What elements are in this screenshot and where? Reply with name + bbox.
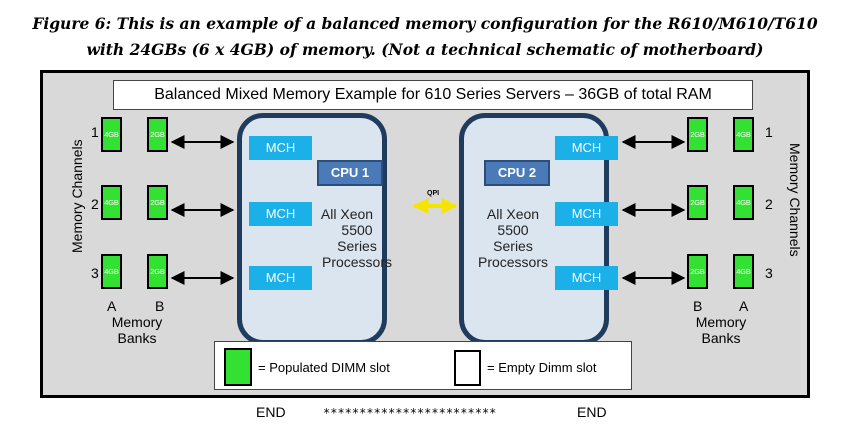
legend-box <box>214 341 632 390</box>
channel-number-right-1: 1 <box>765 124 773 140</box>
dimm-right-ch1-bank-b: 2GB <box>687 117 708 152</box>
dimm-left-ch3-bank-b: 2GB <box>147 254 168 289</box>
cpu1-xeon-line4: Processors <box>321 254 393 270</box>
memory-banks-label-right-banks: Banks <box>701 330 741 346</box>
cpu1-xeon-line2: 5500 <box>341 222 373 238</box>
dimm-right-ch2-bank-b: 2GB <box>687 185 708 220</box>
cpu2-xeon-line1: All Xeon <box>486 206 540 222</box>
cpu1-mch-1: MCH <box>249 136 312 160</box>
cpu2-mch-2: MCH <box>555 202 618 226</box>
dimm-left-ch1-bank-b: 2GB <box>147 117 168 152</box>
footer-end-right: END <box>577 404 607 420</box>
figure-caption-line1: Figure 6: This is an example of a balanc… <box>32 14 818 33</box>
dimm-right-ch2-bank-a: 4GB <box>733 185 754 220</box>
memory-banks-label-right-memory: Memory <box>695 314 747 330</box>
dimm-left-ch2-bank-b: 2GB <box>147 185 168 220</box>
cpu1-mch-3: MCH <box>249 266 312 290</box>
memory-banks-label-left-banks: Banks <box>117 330 157 346</box>
cpu2-mch-3: MCH <box>555 266 618 290</box>
legend-empty-swatch <box>454 350 481 386</box>
footer-end-left: END <box>256 404 286 420</box>
figure-caption-line2: with 24GBs (6 x 4GB) of memory. (Not a t… <box>86 40 764 59</box>
bank-letter-right-a: A <box>739 298 749 314</box>
diagram-title: Balanced Mixed Memory Example for 610 Se… <box>113 80 753 110</box>
cpu1-label: CPU 1 <box>317 160 383 186</box>
bank-letter-left-a: A <box>107 298 117 314</box>
cpu2-xeon-line3: Series <box>493 238 533 254</box>
cpu2-xeon-line4: Processors <box>477 254 549 270</box>
legend-populated-text: = Populated DIMM slot <box>258 360 390 375</box>
bank-letter-left-b: B <box>155 298 165 314</box>
dimm-right-ch3-bank-a: 4GB <box>733 254 754 289</box>
dimm-left-ch1-bank-a: 4GB <box>101 117 122 152</box>
channel-number-right-2: 2 <box>765 196 773 212</box>
channel-number-left-1: 1 <box>91 124 99 140</box>
cpu1-xeon-line1: All Xeon <box>320 206 374 222</box>
dimm-left-ch2-bank-a: 4GB <box>101 185 122 220</box>
qpi-label: QPI <box>427 190 440 197</box>
cpu2-xeon-line2: 5500 <box>497 222 529 238</box>
channel-number-right-3: 3 <box>765 265 773 281</box>
legend-populated-swatch <box>224 348 252 386</box>
cpu2-mch-1: MCH <box>555 136 618 160</box>
cpu2-label: CPU 2 <box>484 160 550 186</box>
memory-banks-label-left-memory: Memory <box>111 314 163 330</box>
dimm-right-ch1-bank-a: 4GB <box>733 117 754 152</box>
legend-empty-text: = Empty Dimm slot <box>487 360 597 375</box>
cpu2-block <box>459 113 609 345</box>
channel-number-left-3: 3 <box>91 265 99 281</box>
footer-stars: ************************ <box>323 406 497 420</box>
bank-letter-right-b: B <box>693 298 703 314</box>
cpu1-mch-2: MCH <box>249 202 312 226</box>
top-stars: ************************ <box>310 0 540 7</box>
cpu1-xeon-line3: Series <box>337 238 377 254</box>
dimm-left-ch3-bank-a: 4GB <box>101 254 122 289</box>
channel-number-left-2: 2 <box>91 196 99 212</box>
dimm-right-ch3-bank-b: 2GB <box>687 254 708 289</box>
